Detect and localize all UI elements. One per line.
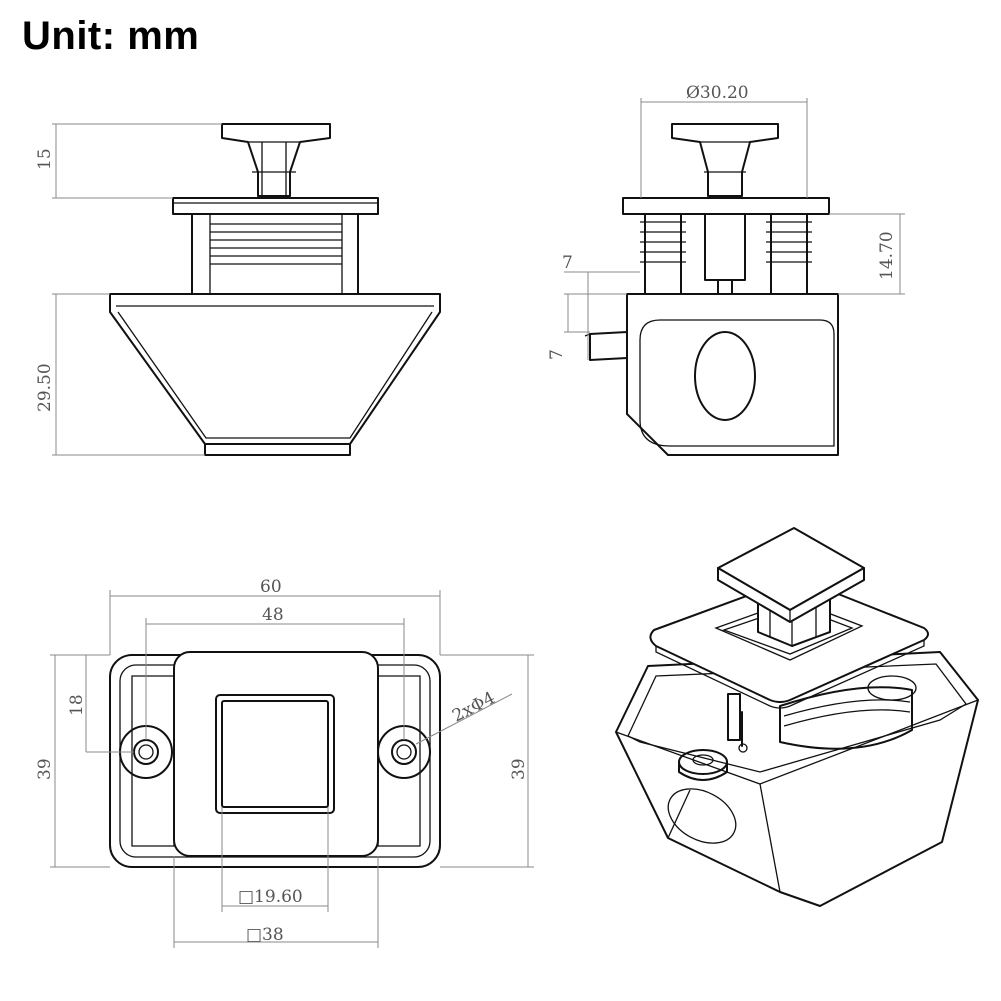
top-view	[50, 590, 534, 948]
side-view	[564, 98, 905, 456]
dim-top-hole-offset: 18	[67, 694, 87, 716]
dim-front-top-height: 15	[35, 148, 55, 170]
dim-top-outer-width: 60	[260, 577, 282, 597]
dim-top-inner-square: □19.60	[238, 887, 303, 907]
front-view	[52, 123, 441, 456]
dim-side-spring-height: 14.70	[877, 231, 897, 280]
dim-top-height-left: 39	[35, 758, 55, 780]
dim-side-tab-height: 7	[547, 349, 567, 360]
dim-top-outer-square: □38	[246, 925, 284, 945]
isometric-view	[615, 527, 979, 907]
unit-title: Unit: mm	[22, 14, 200, 58]
dim-side-tab-width: 7	[562, 253, 573, 273]
dim-top-height-right: 39	[509, 758, 529, 780]
dim-top-hole-spacing: 48	[262, 605, 284, 625]
dim-front-body-height: 29.50	[35, 363, 55, 412]
dim-side-diameter: Ø30.20	[686, 83, 749, 103]
dim-top-hole-callout: 2xΦ4	[449, 688, 498, 726]
